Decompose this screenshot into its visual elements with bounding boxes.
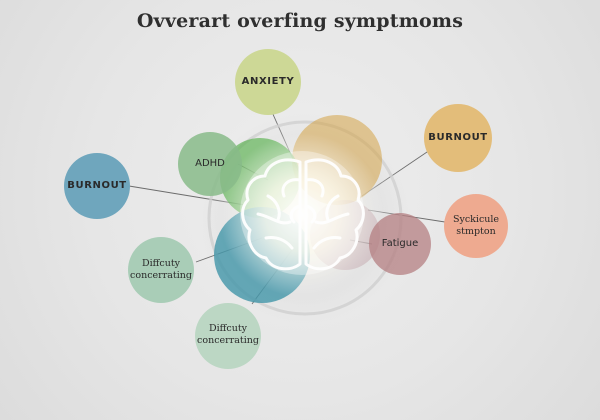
node-adhd (178, 132, 242, 196)
node-anxiety (235, 49, 301, 115)
node-difficulty-left (128, 237, 194, 303)
diagram-title: Ovverart overfing symptmoms (136, 10, 464, 32)
node-burnout-left (64, 153, 130, 219)
node-burnout-right (424, 104, 492, 172)
center-disc (240, 151, 364, 275)
symptom-nodes (64, 49, 508, 369)
node-difficulty-bottom (195, 303, 261, 369)
brain-icon (241, 158, 365, 271)
node-sycicule (444, 194, 508, 258)
central-cluster (200, 113, 410, 323)
node-fatigue (369, 213, 431, 275)
